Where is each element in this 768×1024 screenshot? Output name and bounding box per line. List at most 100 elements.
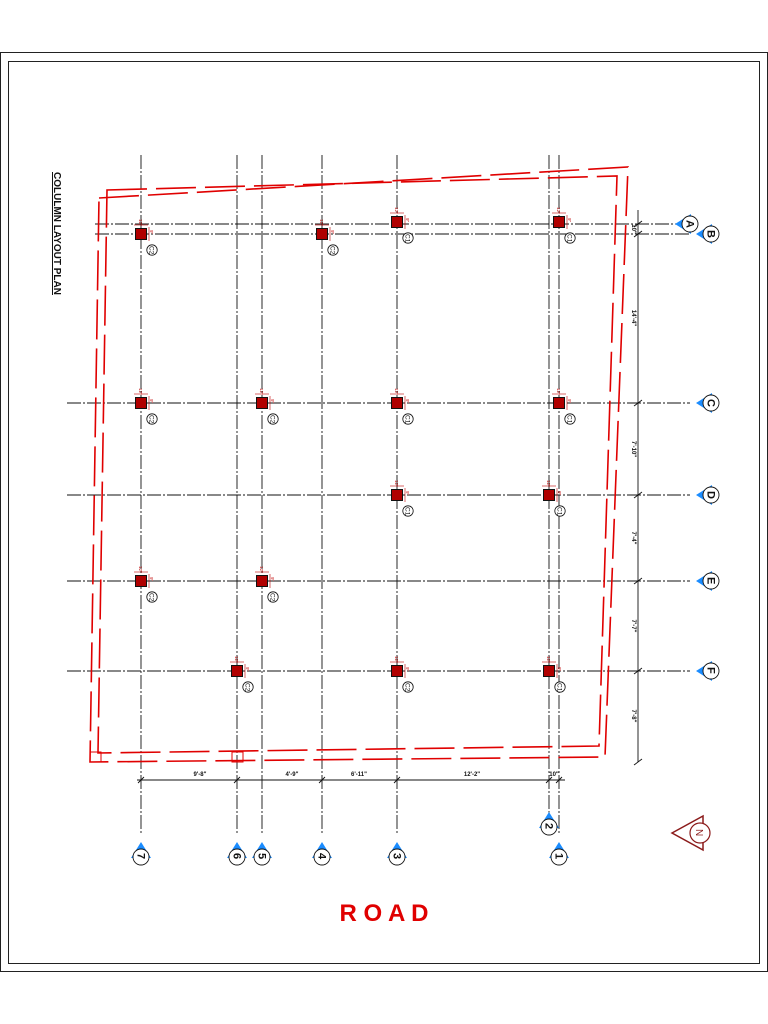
bubble-circle <box>313 848 331 866</box>
column-depth-label: 9" <box>405 667 410 672</box>
column-tag: C2 <box>404 683 411 692</box>
column: 12"9"C2 <box>134 566 158 603</box>
bubble-circle <box>540 818 558 836</box>
grid-bubble-2: 2 <box>539 812 559 836</box>
dimension-tick <box>633 491 643 499</box>
bubble-label: B <box>705 230 717 238</box>
dimension-tick <box>318 776 326 784</box>
dimension-tick <box>545 776 553 784</box>
column-tag: C1 <box>566 234 573 243</box>
right-dimension-label: 7'-7" <box>630 620 636 633</box>
right-dimension-label: 7'-8" <box>630 710 636 723</box>
columns: 12" 9" C1 12" 9" C1 12" 9" C2 12" 9" C2 12" 9" C1 12" 9"… <box>134 207 576 693</box>
dimension-tick <box>633 577 643 585</box>
bubble-circle <box>253 848 271 866</box>
bubble-label: 4 <box>316 853 328 860</box>
grid-bubble-C: C <box>696 393 720 413</box>
column-square <box>391 397 403 409</box>
dimension-tick <box>633 667 643 675</box>
column-depth-label: 9" <box>270 577 275 582</box>
column-tag-circle <box>267 413 279 425</box>
column-tag-circle <box>267 591 279 603</box>
column-width-label: 12" <box>546 656 551 663</box>
dimension-tick <box>633 230 643 238</box>
column: 12"9"C2 <box>230 656 254 693</box>
column-depth-label: 9" <box>405 399 410 404</box>
column-width-label: 12" <box>556 388 561 395</box>
column-tag-circle <box>242 681 254 693</box>
column-tag-circle <box>564 413 576 425</box>
column-square <box>135 575 147 587</box>
column-tag-circle <box>554 505 566 517</box>
column-width-label: 12" <box>394 656 399 663</box>
bubble-label: D <box>705 491 717 499</box>
column: 12"9"C2 <box>134 219 158 256</box>
bubble-circle <box>702 662 720 680</box>
column-width-label: 12" <box>394 388 399 395</box>
column-depth-label: 9" <box>330 230 335 235</box>
drawing-title: COLULMN LAYOUT PLAN <box>51 172 62 295</box>
bubble-circle <box>550 848 568 866</box>
column-square <box>543 489 555 501</box>
dimension-tick <box>393 776 401 784</box>
column-width-label: 12" <box>394 480 399 487</box>
bubble-label: 1 <box>553 853 565 859</box>
grid-bubble-4: 4 <box>312 842 332 866</box>
column-width-label: 12" <box>234 656 239 663</box>
column: 12"9"C2 <box>255 388 279 425</box>
column-tag: C1 <box>566 415 573 424</box>
bubble-label: 2 <box>543 823 555 829</box>
column-depth-label: 9" <box>567 399 572 404</box>
column: 12"9"C1 <box>542 480 566 517</box>
column-tag-circle <box>402 413 414 425</box>
column-width-label: 12" <box>138 219 143 226</box>
grid-bubble-A: A <box>675 214 699 234</box>
column: 12"9"C2 <box>315 219 339 256</box>
sheet-border-inner <box>8 61 760 964</box>
column-tag: C2 <box>148 246 155 255</box>
boundary-wall-outline <box>89 166 629 763</box>
column-square <box>391 665 403 677</box>
column-width-label: 12" <box>319 219 324 226</box>
bubble-label: 6 <box>231 853 243 859</box>
right-dimension-label: 7'-10" <box>630 441 636 457</box>
column-width-label: 12" <box>138 388 143 395</box>
column-tag-circle <box>146 591 158 603</box>
dimension-tick <box>233 776 241 784</box>
column-square <box>391 216 403 228</box>
bubble-circle <box>132 848 150 866</box>
column-square <box>256 575 268 587</box>
column-depth-label: 9" <box>149 577 154 582</box>
column: 12" 9" C1 <box>552 388 576 425</box>
column-tag: C2 <box>244 683 251 692</box>
column: 12"9"C1 <box>390 388 414 425</box>
column-tag: C1 <box>404 507 411 516</box>
bubble-circle <box>681 215 699 233</box>
column-tag: C1 <box>556 683 563 692</box>
bottom-dimension-label: 9'-8" <box>194 772 207 778</box>
column: 12"9"C2 <box>255 566 279 603</box>
column-tag-circle <box>554 681 566 693</box>
column-square <box>135 397 147 409</box>
column: 12"9"C2 <box>134 388 158 425</box>
grid-bubble-3: 3 <box>387 842 407 866</box>
column-depth-label: 9" <box>567 218 572 223</box>
column-square <box>135 228 147 240</box>
column: 12" 9" C1 <box>390 480 414 517</box>
column: 12" 9" C2 <box>390 656 414 693</box>
bubble-label: E <box>705 577 717 584</box>
grid-bubble-5: 5 <box>252 842 272 866</box>
column-tag-circle <box>402 681 414 693</box>
column-depth-label: 9" <box>557 667 562 672</box>
column-square <box>231 665 243 677</box>
column-width-label: 12" <box>259 388 264 395</box>
grid-lines <box>67 155 690 835</box>
right-dimension-label: 14'-4" <box>630 310 636 326</box>
bubble-circle <box>702 486 720 504</box>
bubble-circle <box>388 848 406 866</box>
dimension-tick <box>633 758 643 766</box>
column-tag-circle <box>146 413 158 425</box>
column-depth-label: 9" <box>405 491 410 496</box>
bubble-label: A <box>684 220 696 228</box>
